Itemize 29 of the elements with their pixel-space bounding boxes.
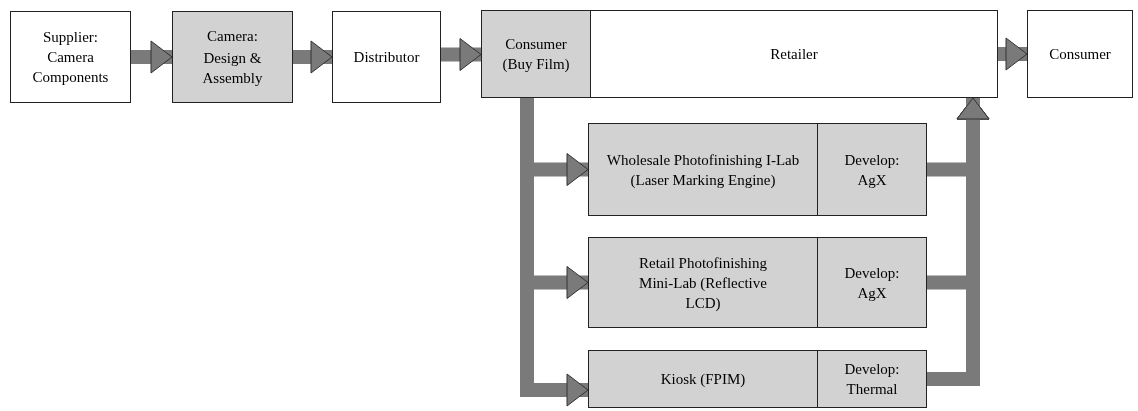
box-text: Develop: AgX <box>843 263 901 303</box>
process-box <box>10 11 131 103</box>
box-text: Wholesale Photofinishing I-Lab (Laser Marking Engine) <box>605 150 801 190</box>
box-text: Camera: <box>207 27 258 46</box>
block-arrow <box>998 37 1028 71</box>
block-arrow <box>131 40 173 74</box>
process-box <box>588 350 818 408</box>
process-box <box>481 10 591 98</box>
process-box <box>588 123 818 216</box>
box-text: Retail Photofinishing Mini-Lab (Reflective LCD) <box>638 253 768 313</box>
process-box <box>817 237 927 328</box>
process-box <box>588 237 818 328</box>
box-text: Develop: AgX <box>843 150 901 190</box>
block-arrow <box>293 40 333 74</box>
box-text: Develop: Thermal <box>843 360 901 399</box>
box-text: Kiosk (FPIM) <box>660 370 746 389</box>
box-text: Retailer <box>770 45 818 64</box>
block-arrow <box>441 38 482 71</box>
box-text: Design & Assembly <box>201 49 264 88</box>
box-text: Supplier: Camera Components <box>31 28 110 87</box>
process-box <box>817 123 927 216</box>
process-box <box>172 11 293 103</box>
box-text: Consumer (Buy Film) <box>501 35 571 74</box>
box-text: Consumer <box>1049 45 1111 64</box>
process-box <box>332 11 441 103</box>
process-box <box>817 350 927 408</box>
process-box <box>590 10 998 98</box>
box-text: Distributor <box>353 48 420 67</box>
process-box <box>1027 10 1133 98</box>
